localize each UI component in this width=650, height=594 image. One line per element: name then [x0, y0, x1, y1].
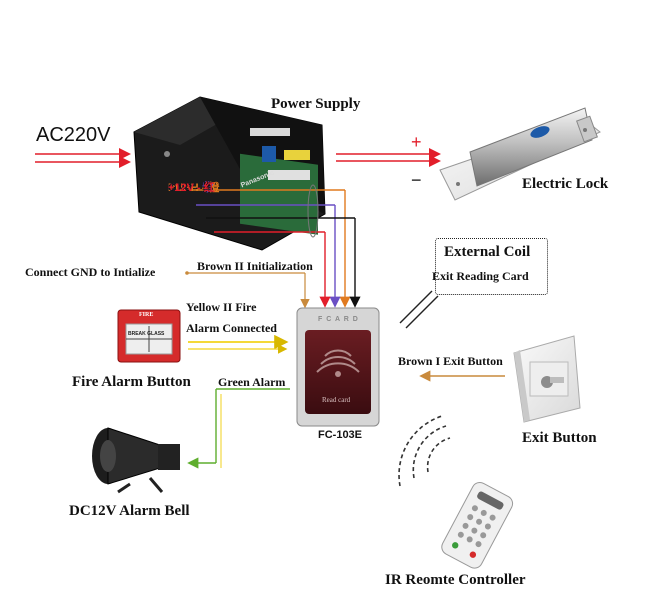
alarm-wire: [187, 388, 290, 469]
alarm-bell-image: [92, 427, 180, 494]
wire-legend-12v: +12V - 红: [168, 182, 215, 194]
ir-signal-waves: [398, 415, 451, 487]
gnd-note: Connect GND to Intialize: [25, 265, 156, 279]
electric-lock-image: [439, 107, 601, 201]
lock-minus-sign: −: [411, 170, 422, 190]
electric-lock-title: Electric Lock: [522, 176, 609, 192]
ir-remote-title: IR Reomte Controller: [385, 572, 526, 588]
lock-output-arrows: [336, 148, 441, 167]
fire-alarm-button-title: Fire Alarm Button: [72, 374, 191, 390]
ac-input-arrows: [35, 148, 131, 168]
wire-legend-gnd-purple: GND - 紫: [168, 182, 214, 194]
ac-input-label: AC220V: [36, 124, 111, 146]
coil-label-1: External Coil: [444, 244, 531, 260]
wire-legend: PUSH - 橙 GND - 紫 GND - 黑 +12V - 红: [168, 181, 288, 245]
reader-model-label: FC-103E: [318, 429, 363, 441]
lock-plus-sign: +: [411, 132, 422, 152]
exit-button-title: Exit Button: [522, 430, 597, 446]
fire-wire-label-2: Alarm Connected: [186, 321, 277, 335]
gnd-init-wire: [185, 271, 310, 309]
fire-button-badge: FIRE: [139, 312, 154, 318]
power-supply-box: [133, 96, 326, 251]
reader-caption: Read card: [322, 396, 351, 404]
fire-alarm-button-image: [117, 309, 181, 363]
wire-legend-push: PUSH - 橙: [168, 182, 220, 194]
coil-link: [399, 290, 439, 329]
fire-wire: [188, 334, 289, 354]
external-coil-box: [435, 238, 548, 295]
alarm-wire-label: Green Alarm: [218, 375, 286, 389]
fire-wire-label-1: Yellow II Fire: [186, 300, 257, 314]
ir-remote-image: [441, 481, 514, 569]
init-wire-label: Brown II Initialization: [197, 259, 313, 273]
reader-brand: F C A R D: [318, 316, 359, 323]
power-wires: [190, 184, 361, 308]
coil-label-2: Exit Reading Card: [432, 269, 529, 283]
alarm-bell-title: DC12V Alarm Bell: [69, 503, 190, 519]
wire-legend-gnd-black: GND - 黑: [168, 182, 214, 194]
power-supply-title: Power Supply: [271, 96, 361, 112]
fire-button-text: BREAK GLASS: [128, 331, 165, 337]
exit-wire-label: Brown I Exit Button: [398, 354, 503, 368]
exit-button-image: [513, 335, 581, 423]
card-reader-image: [296, 307, 380, 427]
